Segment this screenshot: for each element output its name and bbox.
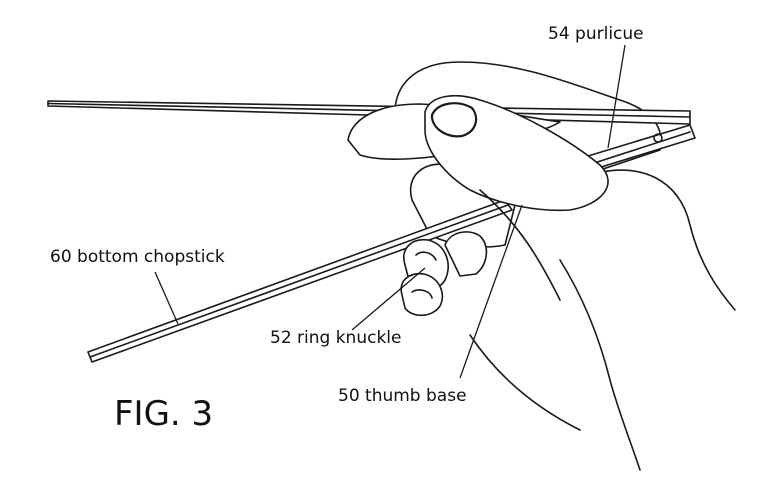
figure-label: FIG. 3 [114,394,213,434]
label-purlicue: 54 purlicue [548,24,644,44]
leader-thumb-base [459,204,523,379]
label-thumb-base: 50 thumb base [338,386,467,406]
leader-ring-knuckle [351,267,426,331]
label-bottom-chopstick: 60 bottom chopstick [50,247,225,267]
ring-knuckle [400,231,488,317]
leader-bottom-chopstick [154,271,179,325]
leader-purlicue [607,44,626,149]
bottom-chopstick [87,199,513,363]
thumb [424,94,609,301]
label-ring-knuckle: 52 ring knuckle [270,328,401,348]
hand-outline [469,169,736,471]
